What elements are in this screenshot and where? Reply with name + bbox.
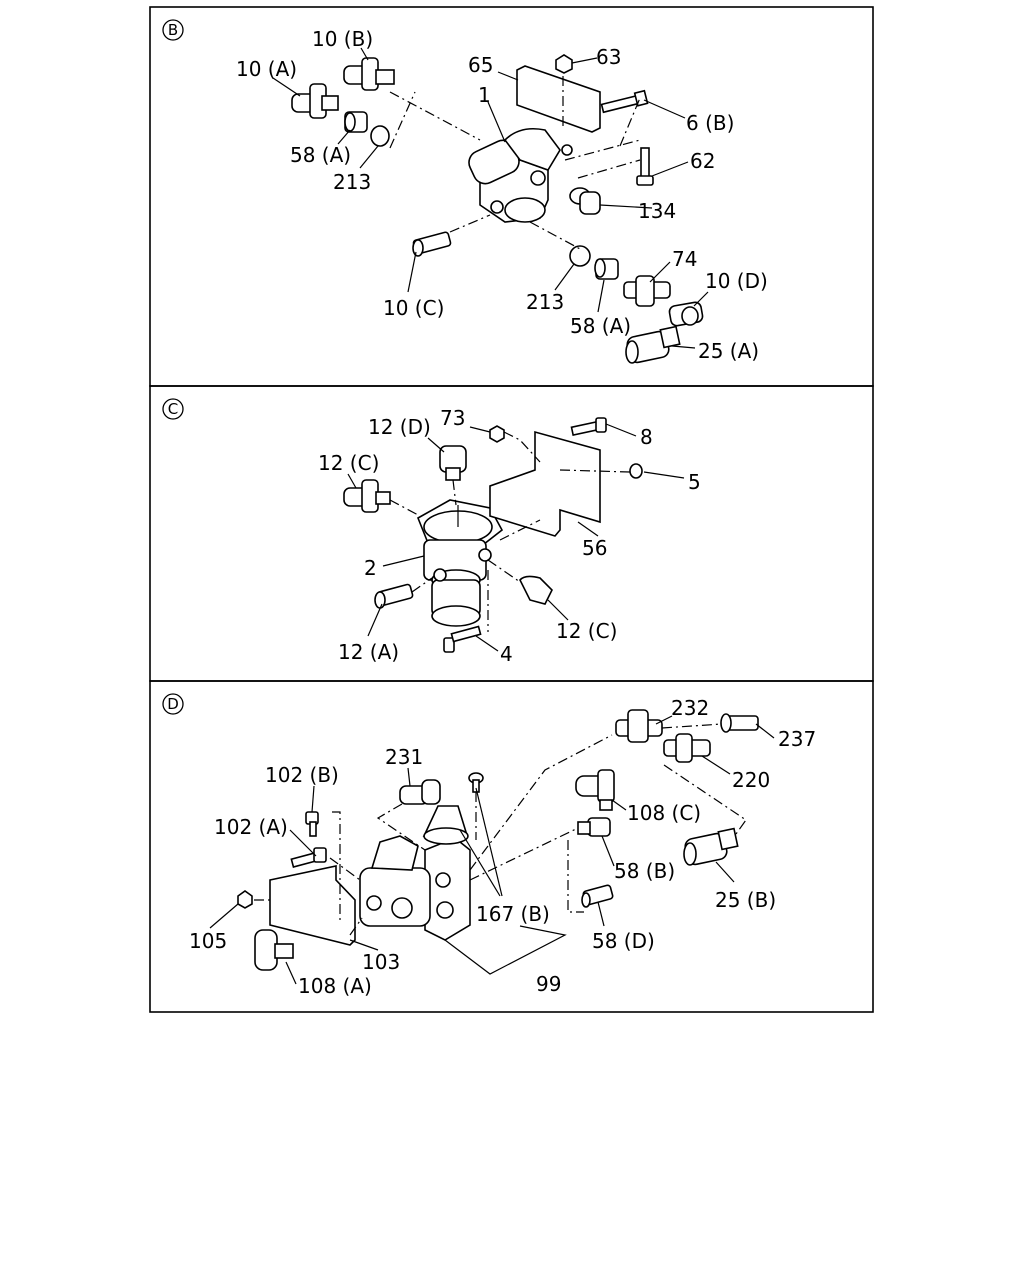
- tee-74: [623, 275, 671, 307]
- label-d-58b: 58 (B): [614, 859, 675, 883]
- nut-105: [237, 890, 253, 909]
- bolt-6b: [600, 89, 649, 114]
- label-d-102a: 102 (A): [214, 815, 288, 839]
- label-b-10a: 10 (A): [236, 57, 297, 81]
- label-b-58a-bottom: 58 (A): [570, 314, 631, 338]
- elbow-10a: [291, 83, 339, 119]
- elbow-108c: [575, 769, 615, 811]
- panel-d: D: [162, 693, 816, 998]
- bolt-102a: [290, 847, 327, 868]
- adapter-58a-bottom: [594, 258, 619, 280]
- label-d-231: 231: [385, 745, 423, 769]
- fitting-237: [720, 713, 759, 733]
- panel-frame-d: [149, 680, 874, 1013]
- bracket-103: [269, 865, 356, 946]
- elbow-12c-left: [343, 479, 391, 513]
- label-c-56: 56: [582, 536, 607, 560]
- fitting-12a: [374, 583, 414, 609]
- elbow-58b: [577, 817, 611, 837]
- label-d-232: 232: [671, 696, 709, 720]
- sensor-25b: [683, 827, 739, 866]
- bolt-62: [636, 147, 654, 186]
- fitting-231: [399, 779, 441, 805]
- section-badge-c: [162, 398, 184, 420]
- label-d-103: 103: [362, 950, 400, 974]
- label-d-108a: 108 (A): [298, 974, 372, 998]
- label-c-12a: 12 (A): [338, 640, 399, 664]
- label-b-62: 62: [690, 149, 715, 173]
- tee-220: [663, 733, 711, 763]
- washer-213-top: [370, 125, 390, 147]
- label-b-213-top: 213: [333, 170, 371, 194]
- label-c-2: 2: [364, 556, 377, 580]
- sensor-25a: [625, 325, 681, 364]
- adapter-58a-top: [344, 111, 368, 133]
- bracket-56: [489, 430, 601, 537]
- screw-167b: [468, 772, 484, 793]
- label-b-58a-top: 58 (A): [290, 143, 351, 167]
- label-d-58d: 58 (D): [592, 929, 655, 953]
- bolt-102b: [305, 811, 319, 837]
- label-d-167b: 167 (B): [476, 902, 550, 926]
- section-badge-b: [162, 19, 184, 41]
- label-d-105: 105: [189, 929, 227, 953]
- label-c-12c-left: 12 (C): [318, 451, 379, 475]
- washer-213-bottom: [569, 245, 591, 267]
- label-b-10c: 10 (C): [383, 296, 444, 320]
- plug-134: [569, 187, 601, 215]
- label-b-134: 134: [638, 199, 676, 223]
- elbow-10b: [343, 57, 395, 91]
- label-b-74: 74: [672, 247, 697, 271]
- elbow-12d: [439, 445, 467, 481]
- cap-12c-right: [519, 575, 553, 605]
- label-d-102b: 102 (B): [265, 763, 339, 787]
- section-badge-c-letter: C: [168, 400, 178, 418]
- label-b-10d: 10 (D): [705, 269, 768, 293]
- label-d-108c: 108 (C): [627, 801, 701, 825]
- fitting-10d: [668, 301, 704, 327]
- label-b-63: 63: [596, 45, 621, 69]
- nut-73: [489, 425, 505, 443]
- panel-frame-c: [149, 385, 874, 682]
- relay-valve-1: [468, 127, 573, 223]
- label-d-220: 220: [732, 768, 770, 792]
- panel-c: C: [162, 398, 701, 666]
- label-d-237: 237: [778, 727, 816, 751]
- label-d-25b: 25 (B): [715, 888, 776, 912]
- label-b-10b: 10 (B): [312, 27, 373, 51]
- bolt-8: [570, 417, 607, 436]
- label-c-12d: 12 (D): [368, 415, 431, 439]
- bolt-4: [443, 625, 482, 653]
- label-b-25a: 25 (A): [698, 339, 759, 363]
- label-c-4: 4: [500, 642, 513, 666]
- section-badge-b-letter: B: [168, 21, 178, 39]
- panel-b: B: [162, 19, 768, 364]
- washer-5: [629, 463, 643, 479]
- fitting-58d: [581, 884, 614, 908]
- valve-99: [359, 805, 471, 941]
- section-badge-d-letter: D: [167, 695, 179, 713]
- tee-232: [615, 709, 663, 743]
- label-d-99: 99: [536, 972, 561, 996]
- label-b-213-bottom: 213: [526, 290, 564, 314]
- label-b-65: 65: [468, 53, 493, 77]
- section-badge-d: [162, 693, 184, 715]
- valve-2: [416, 499, 504, 627]
- label-c-8: 8: [640, 425, 653, 449]
- label-b-1: 1: [478, 83, 491, 107]
- label-c-5: 5: [688, 470, 701, 494]
- bracket-65: [516, 65, 601, 133]
- label-c-12c-right: 12 (C): [556, 619, 617, 643]
- elbow-108a: [254, 929, 294, 971]
- nut-63: [555, 54, 573, 74]
- label-b-6b: 6 (B): [686, 111, 734, 135]
- fitting-10c: [412, 231, 452, 257]
- label-c-73: 73: [440, 406, 465, 430]
